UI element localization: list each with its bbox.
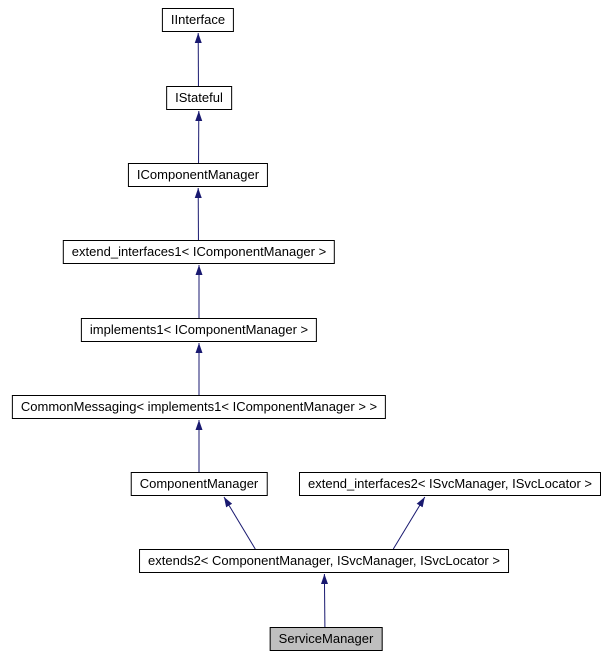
node-componentmanager[interactable]: ComponentManager <box>130 472 268 496</box>
node-icomponentmanager[interactable]: IComponentManager <box>127 163 269 187</box>
node-commonmessaging[interactable]: CommonMessaging< implements1< IComponent… <box>11 395 387 419</box>
node-extend-interfaces1[interactable]: extend_interfaces1< IComponentManager > <box>62 240 336 264</box>
node-implements1[interactable]: implements1< IComponentManager > <box>80 318 318 342</box>
node-extends2[interactable]: extends2< ComponentManager, ISvcManager,… <box>139 549 509 573</box>
node-servicemanager: ServiceManager <box>269 627 383 651</box>
node-extend-interfaces2[interactable]: extend_interfaces2< ISvcManager, ISvcLoc… <box>298 472 602 496</box>
node-iinterface[interactable]: IInterface <box>161 8 235 32</box>
node-istateful[interactable]: IStateful <box>166 86 232 110</box>
